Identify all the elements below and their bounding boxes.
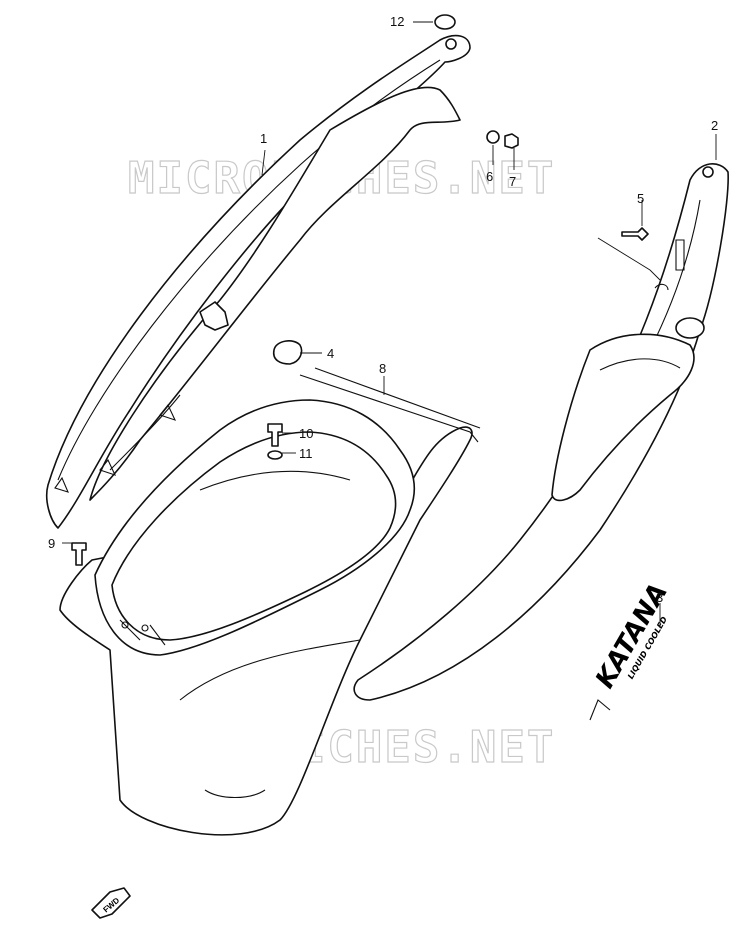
part-5-screw [621, 227, 649, 241]
callout-11: 11 [299, 446, 313, 461]
part-7-bolt [504, 133, 519, 149]
left-frame-cover [45, 34, 471, 529]
fwd-arrow: FWD [91, 887, 131, 919]
part-6-washer [486, 130, 500, 144]
callout-8: 8 [379, 361, 386, 376]
part-4-grommet [272, 340, 303, 365]
hardware [71, 14, 649, 566]
part-12-cap [434, 14, 456, 30]
part-11-washer [267, 450, 283, 460]
katana-decal: KATANA LIQUID COOLED [590, 578, 674, 693]
leader-lines [62, 21, 717, 628]
callout-1: 1 [260, 131, 267, 146]
callout-12: 12 [390, 14, 404, 29]
callout-6: 6 [486, 169, 493, 184]
callout-5: 5 [637, 191, 644, 206]
callout-10: 10 [299, 426, 313, 441]
callout-9: 9 [48, 536, 55, 551]
storage-box [59, 367, 481, 836]
callout-7: 7 [509, 174, 516, 189]
part-10-bolt [267, 423, 283, 447]
callout-3: 3 [656, 590, 663, 605]
callout-4: 4 [327, 346, 334, 361]
right-frame-cover [353, 163, 729, 701]
part-9-screw [71, 542, 87, 566]
decal-outline [589, 699, 611, 721]
callout-2: 2 [711, 118, 718, 133]
